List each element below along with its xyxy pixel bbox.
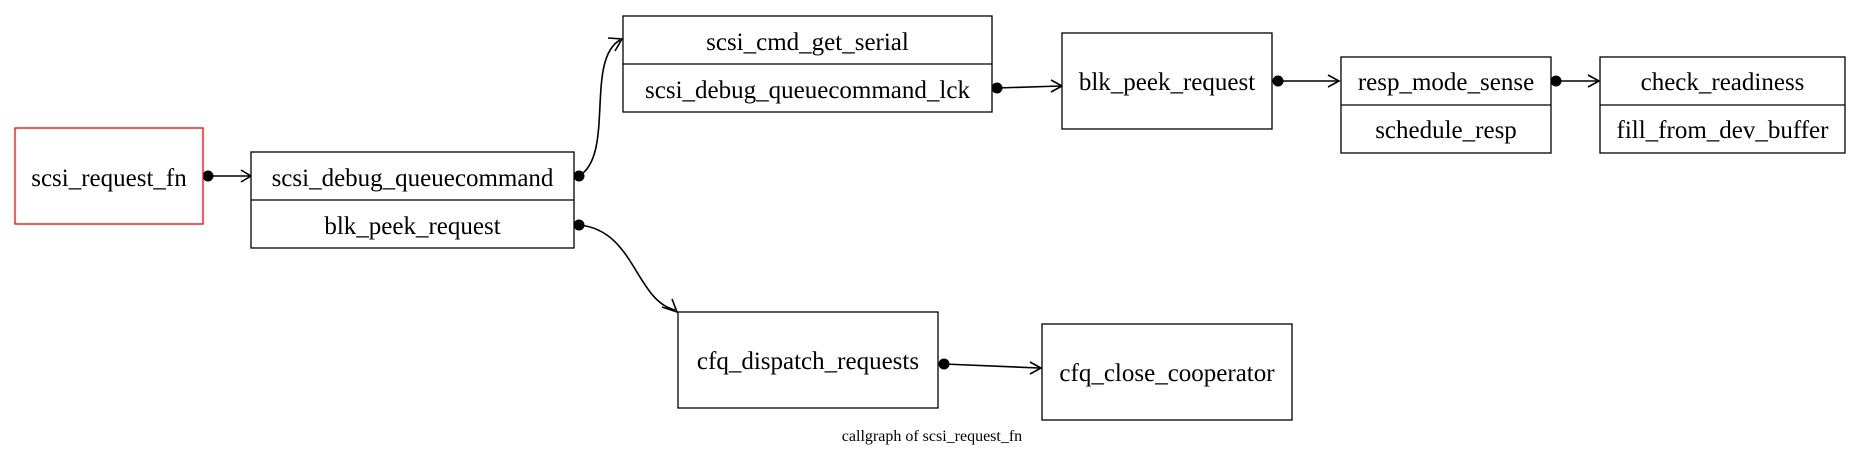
node-blk-peek-request: blk_peek_request: [1061, 32, 1273, 130]
node-field: fill_from_dev_buffer: [1617, 117, 1830, 144]
node-scsi-debug-queuecommand: scsi_debug_queuecommand blk_peek_request: [250, 151, 575, 249]
edge-resp-mode-sense-to-check-readiness: [1550, 74, 1601, 88]
edge-scsi-debug-queuecommand-lck-to-blk-peek-request: [991, 79, 1064, 94]
edges: [202, 37, 1601, 375]
node-label: cfq_dispatch_requests: [697, 348, 919, 375]
node-label: cfq_close_cooperator: [1059, 360, 1275, 387]
node-resp-mode-sense: resp_mode_sense schedule_resp: [1340, 56, 1552, 154]
node-cfq-close-cooperator: cfq_close_cooperator: [1041, 323, 1293, 421]
node-cfq-dispatch-requests: cfq_dispatch_requests: [677, 311, 939, 409]
edge-cfq-dispatch-requests-to-cfq-close-cooperator: [938, 358, 1043, 375]
edge-scsi-debug-queuecommand-to-scsi-cmd-get-serial: [573, 37, 624, 182]
edge-root-to-scsi-debug-queuecommand: [202, 169, 253, 183]
node-check-readiness: check_readiness fill_from_dev_buffer: [1599, 56, 1846, 154]
node-field: scsi_debug_queuecommand_lck: [645, 77, 970, 104]
node-field: scsi_cmd_get_serial: [706, 29, 909, 56]
node-label: blk_peek_request: [1079, 69, 1255, 96]
node-field: resp_mode_sense: [1358, 69, 1534, 96]
node-field: blk_peek_request: [324, 213, 500, 240]
node-scsi-cmd-get-serial: scsi_cmd_get_serial scsi_debug_queuecomm…: [622, 15, 993, 113]
node-field: scsi_debug_queuecommand: [272, 165, 554, 192]
node-scsi-request-fn: scsi_request_fn: [14, 127, 204, 225]
node-field: schedule_resp: [1375, 117, 1517, 144]
node-field: check_readiness: [1641, 69, 1805, 96]
edge-blk-peek-request-to-resp-mode-sense: [1272, 74, 1341, 88]
edge-blk-peek-request-to-cfq-dispatch-requests: [573, 219, 679, 314]
node-label: scsi_request_fn: [31, 165, 187, 192]
diagram-caption: callgraph of scsi_request_fn: [842, 428, 1022, 445]
